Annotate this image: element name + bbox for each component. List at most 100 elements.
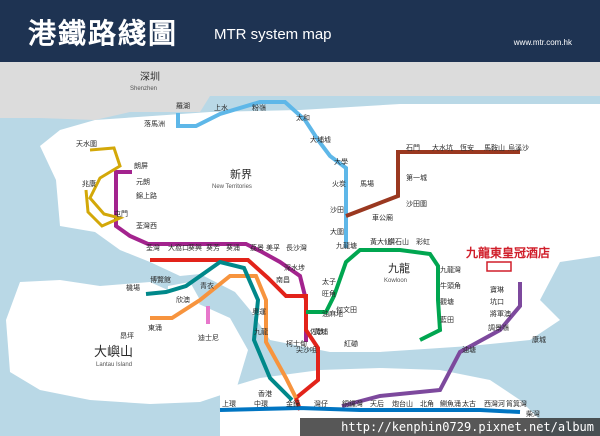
station-central: 中環 bbox=[254, 399, 268, 408]
station-che-kung-temple: 車公廟 bbox=[372, 213, 393, 222]
west-rail-line bbox=[114, 170, 308, 342]
station-tsing-yi: 青衣 bbox=[200, 281, 214, 290]
mtr-system-map: 深圳 Shenzhen 新界 New Territories 九龍 Kowloo… bbox=[0, 62, 600, 436]
station-labels: 羅湖 落馬洲 上水 粉嶺 太和 大埔墟 大學 火炭 馬場 沙田 車公廟 大圍 九… bbox=[76, 101, 546, 418]
station-lai-king: 荔景 bbox=[250, 243, 264, 252]
station-cheung-sha-wan: 長沙灣 bbox=[286, 243, 307, 252]
station-sheung-shui: 上水 bbox=[214, 103, 228, 112]
station-sha-tin-wai: 沙田圍 bbox=[406, 200, 427, 208]
station-ngong-ping: 昂坪 bbox=[120, 332, 134, 340]
station-sha-tin: 沙田 bbox=[330, 206, 344, 214]
station-sheung-wan: 上環 bbox=[222, 399, 236, 408]
station-yau-tong: 油塘 bbox=[462, 345, 476, 354]
station-tai-wo-hau: 大窩口 bbox=[168, 243, 189, 252]
station-ngau-tau-kok: 牛頭角 bbox=[440, 281, 461, 290]
station-hang-hau: 坑口 bbox=[490, 297, 504, 306]
station-tsim-sha-tsui: 尖沙咀 bbox=[296, 345, 317, 354]
ma-on-shan-line bbox=[345, 150, 520, 218]
station-hung-hom: 紅磡 bbox=[344, 339, 358, 348]
station-kam-sheung-road: 錦上路 bbox=[136, 191, 157, 200]
station-shek-mun: 石門 bbox=[406, 144, 420, 152]
station-kwai-chung: 葵涌 bbox=[226, 243, 240, 252]
station-disneyland: 迪士尼 bbox=[198, 333, 219, 342]
station-expo: 博覽館 bbox=[150, 275, 171, 284]
station-tai-wai: 大圍 bbox=[330, 227, 344, 236]
station-tai-koo: 太古 bbox=[462, 399, 476, 408]
label-lantau-island: 大嶼山 bbox=[94, 345, 133, 360]
station-mong-kok: 旺角 bbox=[322, 289, 336, 298]
station-racecourse: 馬場 bbox=[360, 179, 374, 188]
station-diamond-hill: 鑽石山 bbox=[388, 237, 409, 246]
light-rail-network bbox=[84, 146, 125, 228]
station-sunny-bay: 欣澳 bbox=[176, 295, 190, 304]
map-title-chinese: 港鐵路綫圖 bbox=[28, 17, 179, 50]
station-chai-wan: 柴灣 bbox=[526, 409, 540, 418]
tseung-kwan-o-line bbox=[341, 282, 522, 408]
station-yuen-long: 元朗 bbox=[136, 177, 150, 186]
station-tsuen-wan-west: 荃灣西 bbox=[136, 221, 157, 230]
station-north-point: 北角 bbox=[420, 399, 434, 408]
station-airport: 機場 bbox=[126, 283, 140, 292]
station-lo-wu: 羅湖 bbox=[176, 101, 190, 110]
station-kwai-fong: 葵芳 bbox=[206, 243, 220, 252]
island-line bbox=[219, 405, 521, 414]
station-kowloon-bay: 九龍灣 bbox=[440, 265, 461, 274]
label-shenzhen: 深圳 bbox=[140, 71, 160, 83]
station-kowloon-tong: 九龍塘 bbox=[336, 241, 357, 250]
station-wong-tai-sin: 黃大仙 bbox=[370, 237, 391, 246]
label-new-territories-en: New Territories bbox=[212, 184, 252, 190]
station-admiralty: 金鐘 bbox=[286, 399, 300, 408]
station-lohas-park: 康城 bbox=[532, 335, 546, 344]
station-shau-kei-wan: 筲箕灣 bbox=[506, 399, 527, 408]
station-lok-ma-chau: 落馬洲 bbox=[144, 119, 165, 128]
station-wu-kai-sha: 烏溪沙 bbox=[508, 143, 529, 152]
station-quarry-bay: 鰂魚涌 bbox=[440, 399, 461, 408]
station-kwun-tong: 觀塘 bbox=[440, 297, 454, 306]
station-tai-shui-hang: 大水坑 bbox=[432, 143, 453, 152]
station-nam-cheong: 南昌 bbox=[276, 275, 290, 284]
station-whampoa: 黃埔 bbox=[314, 327, 328, 336]
label-new-territories: 新界 bbox=[230, 167, 252, 181]
station-prince-edward: 太子 bbox=[322, 277, 336, 286]
mainland-area bbox=[40, 104, 600, 352]
station-tsuen-wan: 荃灣 bbox=[146, 243, 160, 252]
station-wan-chai: 灣仔 bbox=[314, 399, 328, 408]
east-rail-line bbox=[176, 100, 348, 248]
station-austin: 柯士甸 bbox=[286, 339, 307, 348]
label-kowloon-en: Kowloon bbox=[384, 278, 407, 284]
station-olympic: 奧運 bbox=[252, 307, 266, 316]
station-heng-on: 恆安 bbox=[460, 143, 474, 152]
station-kowloon: 九龍 bbox=[254, 327, 268, 336]
station-tin-hau: 天后 bbox=[370, 399, 384, 408]
station-tiu-keng-leng: 調景嶺 bbox=[488, 323, 509, 332]
station-sham-shui-po: 深水埗 bbox=[284, 263, 305, 272]
station-fanling: 粉嶺 bbox=[252, 103, 266, 112]
station-fo-tan: 火炭 bbox=[332, 180, 346, 188]
map-title-english: MTR system map bbox=[214, 26, 332, 43]
tung-chung-line bbox=[150, 274, 298, 399]
station-sai-wan-ho: 西灣河 bbox=[484, 399, 505, 408]
hotel-location-marker bbox=[486, 261, 512, 272]
airport-express-line bbox=[145, 259, 294, 402]
station-university: 大學 bbox=[334, 157, 348, 166]
station-ma-on-shan: 馬鞍山 bbox=[484, 143, 505, 152]
station-tai-po: 太和 bbox=[296, 113, 310, 122]
station-tseung-kwan-o: 將軍澳 bbox=[490, 309, 511, 318]
station-tung-chung: 東涌 bbox=[148, 323, 162, 332]
station-city-one: 第一城 bbox=[406, 173, 427, 182]
station-causeway-bay: 銅鑼灣 bbox=[342, 399, 363, 408]
station-hong-kong: 香港 bbox=[258, 389, 272, 398]
station-lam-tin: 藍田 bbox=[440, 315, 454, 324]
station-po-lam: 寶琳 bbox=[490, 285, 504, 294]
station-yau-ma-tei: 油麻地 bbox=[322, 309, 343, 318]
station-long-ping: 朗屏 bbox=[134, 161, 148, 170]
label-kowloon: 九龍 bbox=[388, 261, 410, 275]
label-lantau-island-en: Lantau Island bbox=[96, 362, 132, 368]
station-mei-foo: 美孚 bbox=[266, 243, 280, 252]
website-url[interactable]: www.mtr.com.hk bbox=[513, 38, 572, 47]
watermark-url: http://kenphin0729.pixnet.net/album bbox=[300, 418, 600, 436]
station-jordan: 佐敦 bbox=[310, 327, 324, 336]
label-shenzhen-en: Shenzhen bbox=[130, 86, 157, 92]
station-choi-hung: 彩虹 bbox=[416, 237, 430, 246]
shenzhen-land bbox=[0, 62, 600, 120]
